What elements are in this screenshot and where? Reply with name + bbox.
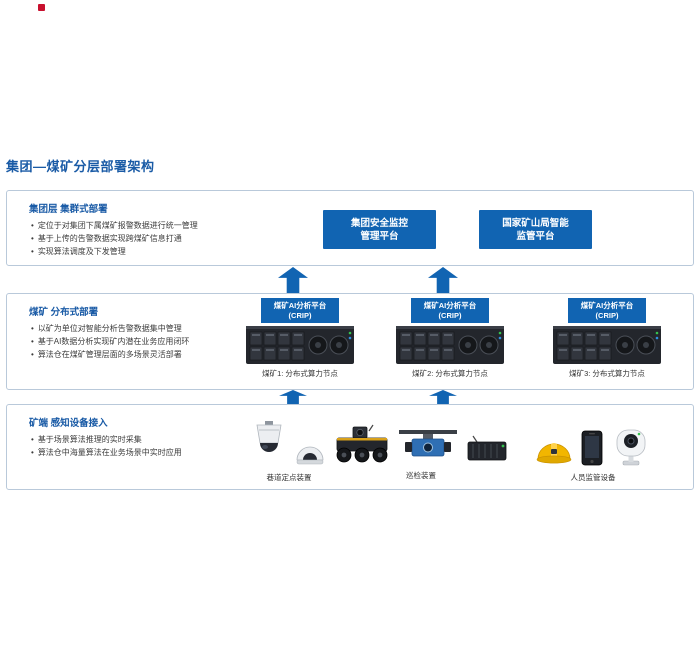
bullet-marker: • xyxy=(31,337,34,346)
mine-layer-heading: 煤矿 分布式部署 xyxy=(29,307,99,318)
device-group-caption: 人员监管设备 xyxy=(570,473,616,482)
national-mine-bureau-platform-label: 国家矿山局智能 监管平台 xyxy=(502,217,569,242)
inspection-robot-icon xyxy=(336,424,388,463)
bullet-text: 算法仓在煤矿管理层面的多场景灵活部署 xyxy=(37,350,182,359)
bullet-text: 以矿为单位对智能分析告警数据集中管理 xyxy=(37,324,182,333)
ptz-camera-icon xyxy=(616,429,646,466)
bullet-item: •算法仓在煤矿管理层面的多场景灵活部署 xyxy=(31,348,189,361)
mini-dome-camera-icon xyxy=(296,446,324,465)
bullet-item: •基于上传的告警数据实现跨煤矿信息打通 xyxy=(31,232,198,245)
rack-server-image xyxy=(246,326,354,364)
bullet-marker: • xyxy=(31,350,34,359)
bullet-marker: • xyxy=(31,435,34,444)
mining-comms-device-icon xyxy=(467,435,507,461)
bullet-text: 定位于对集团下属煤矿报警数据进行统一管理 xyxy=(37,221,198,230)
bullet-text: 基于场景算法推理的实时采集 xyxy=(37,435,142,444)
edge-layer-bullets: •基于场景算法推理的实时采集 •算法仓中海量算法在业务场景中实时应用 xyxy=(31,433,182,459)
group-layer-panel: 集团层 集群式部署 •定位于对集团下属煤矿报警数据进行统一管理 •基于上传的告警… xyxy=(6,190,694,266)
rail-inspection-camera-icon xyxy=(399,430,457,457)
compute-node-caption: 煤矿3: 分布式算力节点 xyxy=(569,369,645,378)
bullet-text: 实现算法调度及下发管理 xyxy=(37,247,126,256)
up-arrow-icon xyxy=(278,267,308,293)
group-layer-heading: 集团层 集群式部署 xyxy=(29,204,108,215)
group-safety-platform-label: 集团安全监控 管理平台 xyxy=(350,217,408,242)
bullet-item: •基于AI数据分析实现矿内潜在业务应用闭环 xyxy=(31,335,189,348)
edge-layer-heading: 矿端 感知设备接入 xyxy=(29,418,108,429)
bullet-item: •算法仓中海量算法在业务场景中实时应用 xyxy=(31,446,182,459)
tunnel-camera-group: 巷道定点装置 xyxy=(237,419,341,483)
bullet-marker: • xyxy=(31,448,34,457)
bullet-item: •定位于对集团下属煤矿报警数据进行统一管理 xyxy=(31,219,198,232)
device-row xyxy=(535,419,651,467)
bullet-marker: • xyxy=(31,247,34,256)
mine-layer-bullets: •以矿为单位对智能分析告警数据集中管理 •基于AI数据分析实现矿内潜在业务应用闭… xyxy=(31,322,189,361)
bullet-marker: • xyxy=(31,234,34,243)
bullet-text: 基于上传的告警数据实现跨煤矿信息打通 xyxy=(37,234,182,243)
up-arrow-icon xyxy=(279,390,307,404)
device-group-caption: 巡检装置 xyxy=(406,471,436,480)
personnel-monitoring-group: 人员监管设备 xyxy=(529,419,657,483)
crip-platform-label: 煤矿AI分析平台 (CRIP) xyxy=(411,298,489,323)
device-row xyxy=(252,419,326,467)
rugged-phone-icon xyxy=(581,430,603,466)
rack-server-image xyxy=(553,326,661,364)
device-row xyxy=(333,417,509,465)
compute-node-3: 煤矿AI分析平台 (CRIP) 煤矿3: 分布式算力节点 xyxy=(545,298,669,379)
up-arrow-icon xyxy=(429,390,457,404)
page-title: 集团—煤矿分层部署架构 xyxy=(6,159,155,174)
bullet-marker: • xyxy=(31,221,34,230)
up-arrow-icon xyxy=(428,267,458,293)
compute-node-caption: 煤矿2: 分布式算力节点 xyxy=(412,369,488,378)
mine-layer-panel: 煤矿 分布式部署 •以矿为单位对智能分析告警数据集中管理 •基于AI数据分析实现… xyxy=(6,293,694,390)
crip-platform-label: 煤矿AI分析平台 (CRIP) xyxy=(261,298,339,323)
bullet-item: •以矿为单位对智能分析告警数据集中管理 xyxy=(31,322,189,335)
compute-node-1: 煤矿AI分析平台 (CRIP) 煤矿1: 分布式算力节点 xyxy=(238,298,362,379)
logo-mark xyxy=(38,4,45,11)
national-mine-bureau-platform-box: 国家矿山局智能 监管平台 xyxy=(479,210,592,249)
compute-node-2: 煤矿AI分析平台 (CRIP) 煤矿2: 分布式算力节点 xyxy=(388,298,512,379)
crip-platform-label: 煤矿AI分析平台 (CRIP) xyxy=(568,298,646,323)
bullet-item: •实现算法调度及下发管理 xyxy=(31,245,198,258)
rack-server-image xyxy=(396,326,504,364)
bullet-item: •基于场景算法推理的实时采集 xyxy=(31,433,182,446)
safety-helmet-icon xyxy=(536,443,572,464)
bullet-marker: • xyxy=(31,324,34,333)
edge-layer-panel: 矿端 感知设备接入 •基于场景算法推理的实时采集 •算法仓中海量算法在业务场景中… xyxy=(6,404,694,490)
bullet-text: 算法仓中海量算法在业务场景中实时应用 xyxy=(37,448,182,457)
inspection-device-group: 巡检装置 xyxy=(329,417,513,481)
group-safety-platform-box: 集团安全监控 管理平台 xyxy=(323,210,436,249)
speed-dome-camera-icon xyxy=(256,421,282,452)
device-group-caption: 巷道定点装置 xyxy=(266,473,312,482)
compute-node-caption: 煤矿1: 分布式算力节点 xyxy=(262,369,338,378)
bullet-text: 基于AI数据分析实现矿内潜在业务应用闭环 xyxy=(37,337,190,346)
group-layer-bullets: •定位于对集团下属煤矿报警数据进行统一管理 •基于上传的告警数据实现跨煤矿信息打… xyxy=(31,219,198,258)
